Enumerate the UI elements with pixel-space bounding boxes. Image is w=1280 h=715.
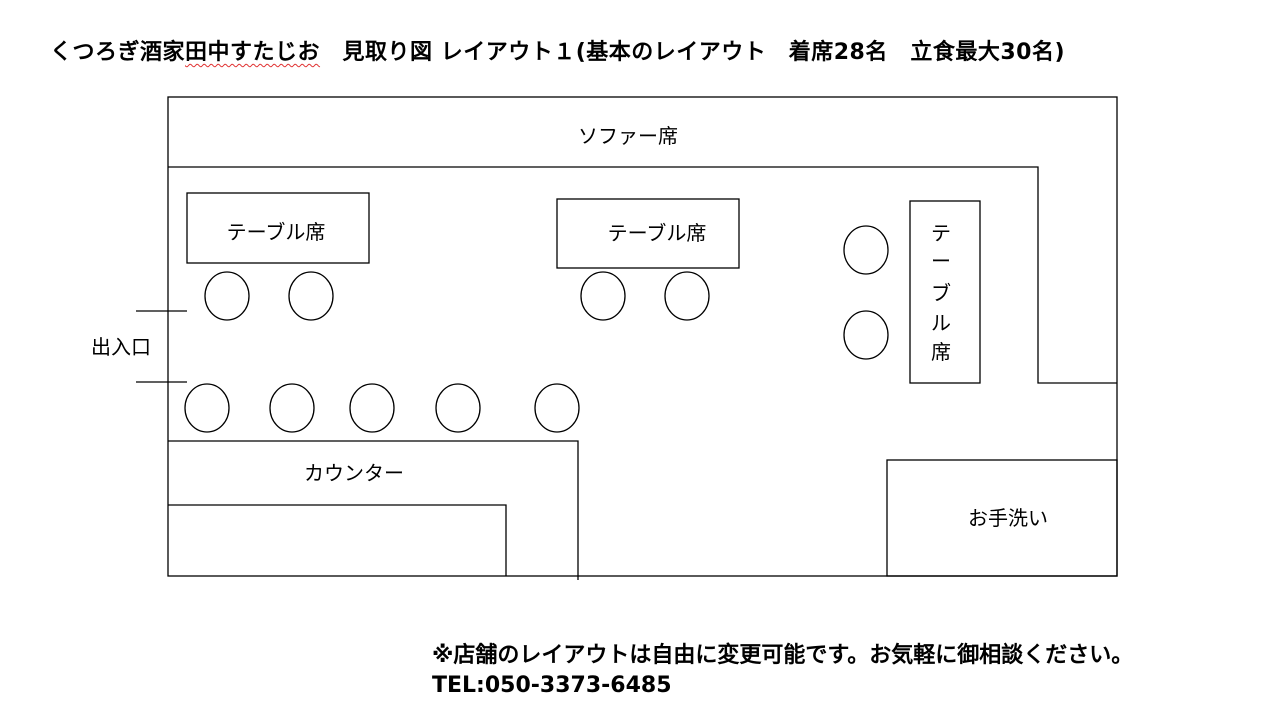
entrance-label: 出入口 [91,335,151,359]
table-left [186,192,370,264]
counter-stool [534,383,580,433]
outer-wall [167,96,1118,577]
chair [664,271,710,321]
page-title: くつろぎ酒家田中すたじお 見取り図 レイアウト１(基本のレイアウト 着席28名 … [50,34,1065,66]
chair [204,271,250,321]
counter-inner-boundary [168,504,507,576]
table-center-label: テーブル席 [608,221,707,245]
chair [843,225,889,275]
table-vertical-char: ル [931,311,951,335]
phone-number: TEL:050-3373-6485 [432,673,672,698]
restroom [886,459,1118,577]
counter-boundary [168,440,579,580]
restroom-label: お手洗い [968,506,1048,530]
table-vertical-char: 席 [931,340,951,364]
chair [580,271,626,321]
table-vertical-char: テ [931,221,951,245]
counter-stool [435,383,481,433]
title-part3: 見取り図 レイアウト１(基本のレイアウト 着席28名 立食最大30名) [320,40,1066,65]
counter-stool [184,383,230,433]
counter-stool [269,383,315,433]
chair [288,271,334,321]
table-vertical-char: ブ [931,281,951,305]
counter-label: カウンター [304,461,404,485]
title-part1: くつろぎ酒家 [50,40,186,65]
layout-note: ※店舗のレイアウトは自由に変更可能です。お気軽に御相談ください。 [432,643,1134,668]
title-spellcheck-text: 田中すたじお [185,40,321,65]
footer: ※店舗のレイアウトは自由に変更可能です。お気軽に御相談ください。 TEL:050… [432,637,1133,698]
chair [843,310,889,360]
table-center [556,198,740,269]
counter-stool [349,383,395,433]
table-vertical-char: ー [931,249,951,273]
sofa-label: ソファー席 [578,124,678,148]
sofa-area-boundary [168,166,1117,384]
table-left-label: テーブル席 [227,220,326,244]
table-vertical [909,200,981,384]
